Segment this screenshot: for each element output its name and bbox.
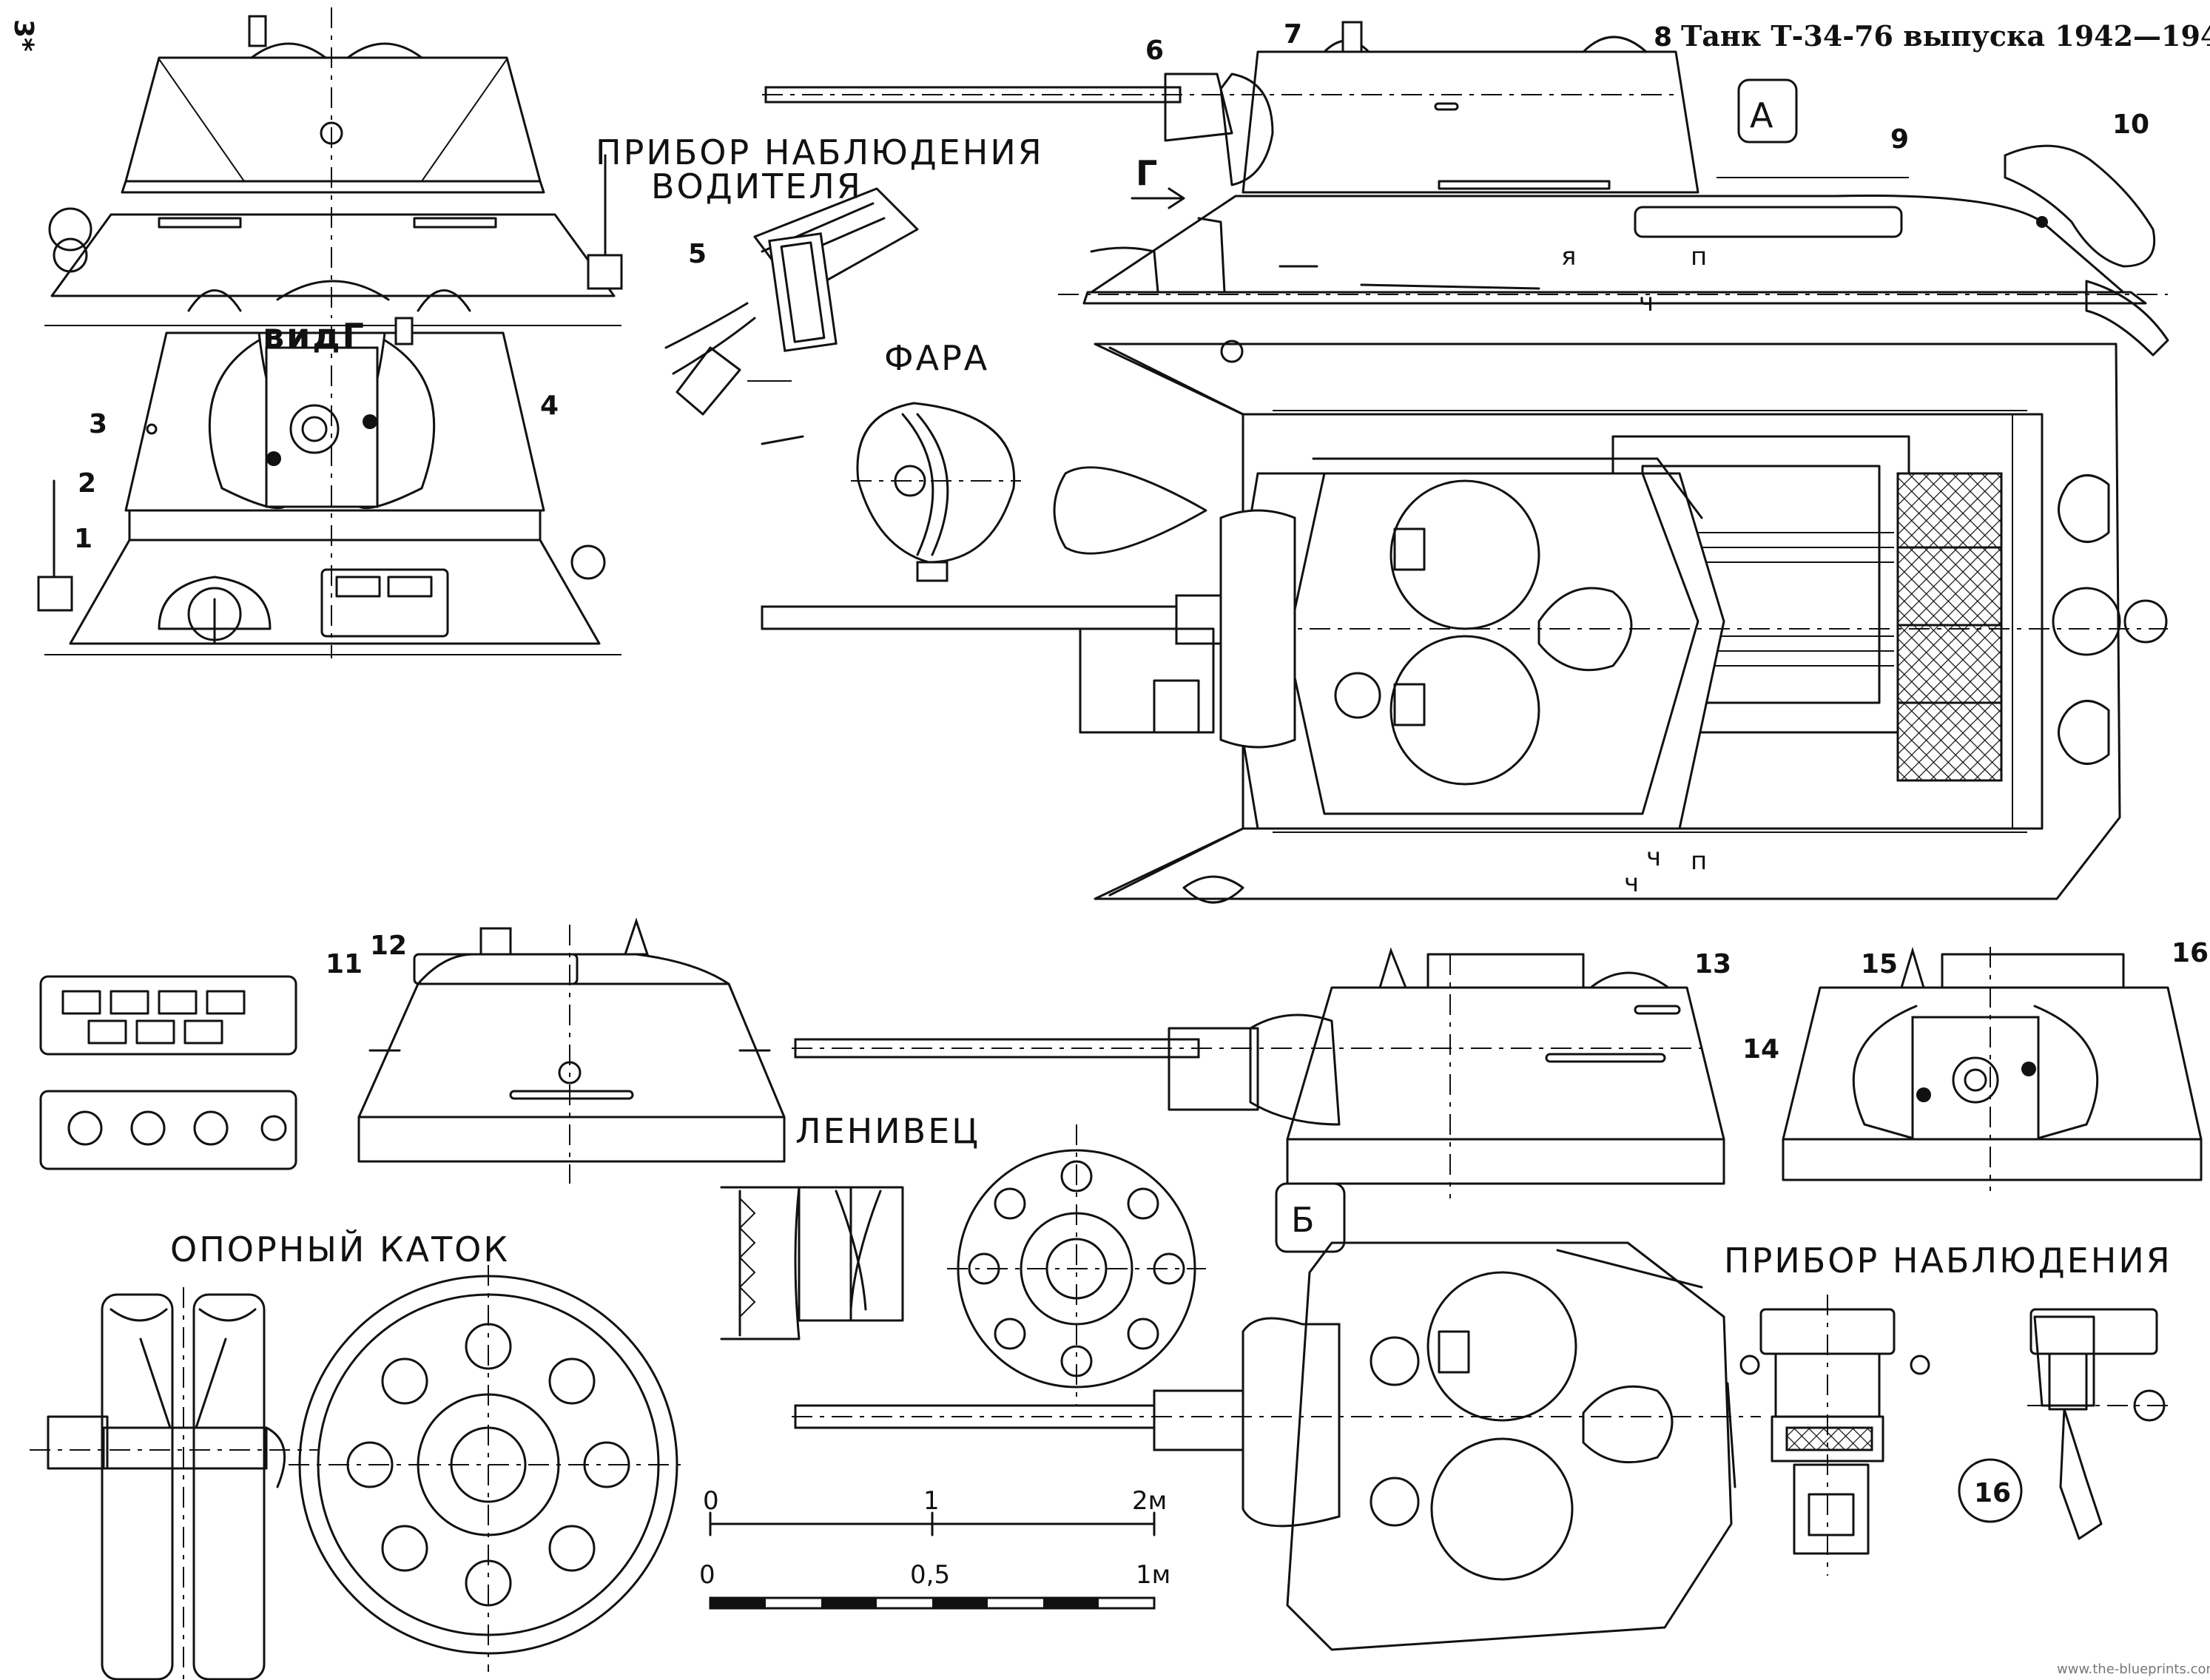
- turret-rear-view: [1782, 946, 2203, 1191]
- driver-periscope-caption-line2: ВОДИТЕЛЯ: [651, 166, 863, 206]
- callout-10: 10: [2112, 109, 2149, 140]
- hull-letter: ч: [1624, 868, 1639, 898]
- turret-side-view: [792, 947, 1725, 1198]
- idler-detail: [720, 1124, 1206, 1406]
- callout-13: 13: [1694, 949, 1731, 979]
- view-a-label: А: [1750, 95, 1775, 135]
- hull-letter: я: [1561, 242, 1576, 271]
- callout-2: 2: [78, 468, 96, 499]
- scale-top-2: 2м: [1132, 1486, 1167, 1516]
- scale-bars: [709, 1511, 1156, 1610]
- top-view: [761, 340, 2168, 904]
- road-wheel-detail: [30, 1265, 688, 1680]
- callout-16-periscope: 16: [1974, 1478, 2011, 1508]
- hull-letter: п: [1691, 242, 1707, 271]
- callout-7: 7: [1284, 19, 1302, 50]
- periscope-detail: [1739, 1295, 2175, 1576]
- callout-5: 5: [688, 239, 707, 269]
- periscope-caption: ПРИБОР НАБЛЮДЕНИЯ: [1724, 1241, 2172, 1281]
- callout-3: 3: [89, 409, 107, 439]
- scale-bottom-05: 0,5: [910, 1560, 950, 1590]
- watermark: www.the-blueprints.com: [2057, 1662, 2210, 1677]
- view-a-box: [1737, 78, 1798, 144]
- page-mark: 3*: [8, 19, 38, 52]
- scale-top-1: 1: [923, 1486, 940, 1516]
- track-links: [39, 975, 297, 1170]
- scale-top-0: 0: [703, 1486, 719, 1516]
- headlight-detail: [851, 402, 1021, 582]
- callout-11: 11: [326, 949, 363, 979]
- view-g-label: видГ: [263, 316, 366, 356]
- road-wheel-caption: ОПОРНЫЙ КАТОК: [170, 1229, 510, 1269]
- sheet-title: Танк Т-34-76 выпуска 1942—1943 годов:: [1681, 19, 2210, 53]
- arrow-g-label: Г: [1136, 153, 1159, 193]
- driver-periscope-caption-line1: ПРИБОР НАБЛЮДЕНИЯ: [596, 132, 1044, 172]
- idler-caption: ЛЕНИВЕЦ: [795, 1111, 980, 1151]
- callout-1: 1: [74, 524, 92, 554]
- scale-bottom-0: 0: [699, 1560, 715, 1590]
- view-b-label: Б: [1291, 1200, 1317, 1240]
- callout-15: 15: [1861, 949, 1898, 979]
- hull-letter: ч: [1646, 843, 1661, 872]
- callout-6: 6: [1145, 36, 1164, 66]
- turret-front-view: [357, 917, 786, 1184]
- front-view: [44, 7, 623, 326]
- hull-letter: ч: [1639, 288, 1654, 317]
- rear-view: [37, 317, 621, 658]
- headlight-caption: ФАРА: [884, 338, 989, 378]
- driver-periscope-detail: [664, 187, 919, 445]
- view-b-box: [1275, 1182, 1346, 1253]
- callout-9: 9: [1890, 124, 1909, 155]
- arrow-g: [1131, 187, 1185, 209]
- scale-bottom-1: 1м: [1136, 1560, 1170, 1590]
- hull-letter: п: [1691, 846, 1707, 876]
- callout-16: 16: [2172, 938, 2209, 968]
- callout-16-circle: [1958, 1458, 2023, 1523]
- side-view: [762, 21, 2169, 357]
- callout-14: 14: [1742, 1034, 1779, 1065]
- turret-top-view: [792, 1241, 1761, 1651]
- callout-12: 12: [370, 931, 407, 961]
- callout-4: 4: [540, 391, 559, 421]
- callout-8: 8: [1654, 22, 1672, 53]
